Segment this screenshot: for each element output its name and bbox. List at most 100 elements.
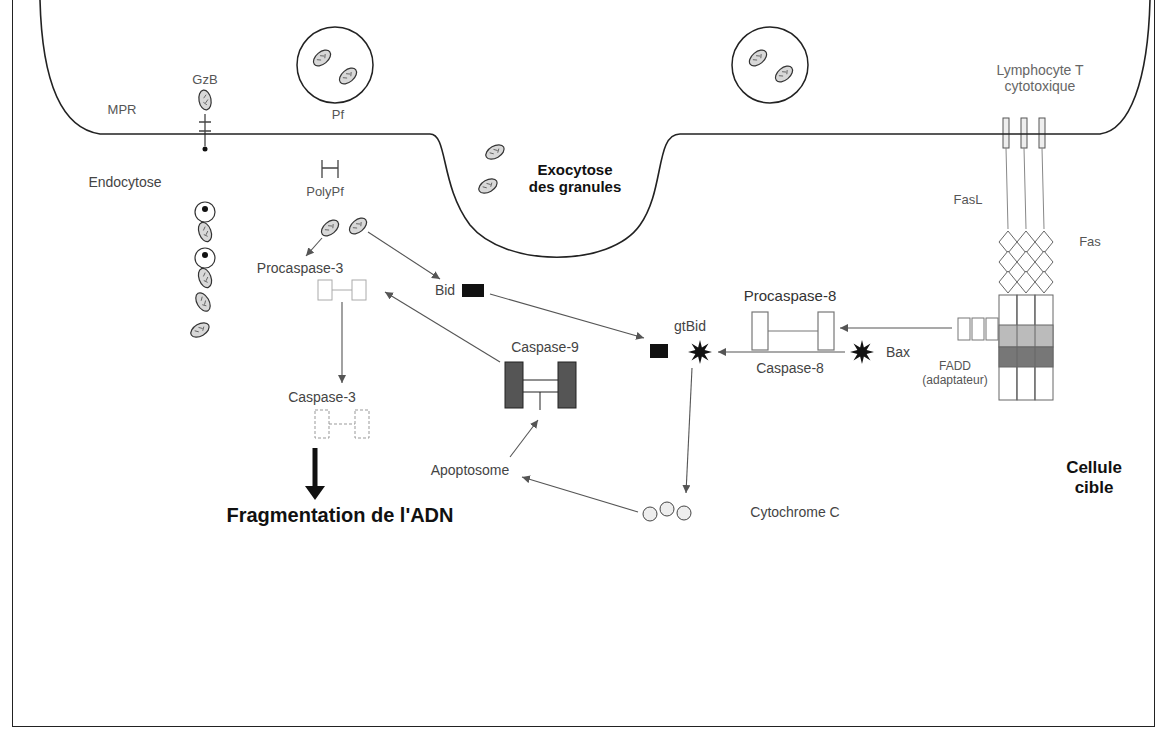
fas-receptor-part [999, 325, 1053, 347]
bid-symbols [462, 284, 874, 364]
label-anchor: Caspase-8 [756, 360, 824, 376]
molecule-name: Bax [886, 344, 910, 360]
granzyme-granules-part [197, 89, 212, 111]
caspase-3-dimer-part [329, 424, 355, 425]
bid-symbols-part [688, 340, 712, 364]
molecule-name: PolyPf [306, 185, 344, 200]
caspase-3-dimer [315, 410, 369, 438]
bid-symbols-part [650, 344, 668, 358]
fas-receptor-part [1017, 231, 1035, 253]
caspase-9-dimer-part [523, 380, 558, 381]
label-anchor: gtBid [674, 318, 706, 334]
text-anchor: Cellule cible [1054, 458, 1134, 497]
pathway-arrows [306, 232, 952, 512]
molecule-name: FasL [954, 193, 983, 208]
fas-ligand-part [1039, 118, 1045, 148]
label-anchor: Pf [332, 108, 344, 123]
target-cell: Cellule cible [12, 0, 1155, 727]
granzyme-granules-part [346, 215, 369, 237]
vesicles-part [732, 27, 808, 103]
vesicles-part [746, 47, 769, 69]
fadd-adaptor-part [972, 318, 984, 340]
label-anchor: Bax [886, 344, 910, 360]
caspase-9-dimer-part [558, 362, 576, 408]
process-label: Exocytose des granules [528, 161, 623, 196]
fas-ligand-part [1006, 148, 1008, 229]
text-anchor: Lymphocyte T cytotoxique [985, 62, 1095, 94]
cell-membrane [40, 0, 1150, 257]
fas-receptor-part [1017, 251, 1035, 273]
molecule-name: Procaspase-3 [257, 260, 343, 276]
fas-receptor-part [999, 231, 1017, 253]
pathway-arrows-part [718, 351, 845, 352]
vesicles [297, 27, 808, 103]
cell-outline [0, 0, 1166, 270]
label-anchor: Procaspase-8 [744, 287, 837, 304]
process-label: Endocytose [88, 174, 161, 190]
pathway-arrows-part [510, 420, 538, 457]
fas-ligand-part [1021, 118, 1027, 148]
procaspase-8-dimer-part [818, 312, 834, 350]
pathway-arrows-part [490, 294, 644, 338]
cell-name: Lymphocyte T cytotoxique [985, 62, 1095, 94]
molecule-name: Cytochrome C [750, 504, 839, 520]
label-anchor: MPR [108, 103, 137, 118]
granzyme-granules [197, 89, 506, 239]
procaspase-8-dimer-part [752, 312, 768, 350]
caspase-9-dimer [505, 362, 576, 410]
caspase-9-dimer-part [540, 392, 541, 410]
endocytosis-vesicles [188, 202, 215, 340]
fas-ligand-part [1024, 148, 1026, 229]
big-arrow-part [305, 486, 325, 500]
fas-ligand-part [1003, 118, 1009, 148]
molecule-name: Caspase-3 [288, 389, 356, 405]
bid-symbols-part [462, 284, 484, 297]
fadd-adaptor [958, 318, 998, 340]
pathway-arrows-part [522, 477, 638, 512]
pathway-arrows-part [840, 327, 952, 328]
label-anchor: Apoptosome [431, 462, 510, 478]
fas-receptor-part [999, 347, 1053, 367]
pathway-arrows-part [341, 302, 342, 383]
endocytosis-vesicles-part [196, 267, 214, 290]
text-anchor: Exocytose des granules [528, 161, 623, 196]
endocytosis-vesicles-part [202, 206, 208, 212]
cytochrome-c [643, 502, 691, 521]
endocytosis-vesicles-part [193, 290, 213, 313]
pathway-arrows-part [306, 238, 322, 256]
pathway-arrows-part [368, 232, 440, 279]
label-anchor: FADD (adaptateur) [913, 360, 998, 388]
label-anchor: Bid [435, 282, 455, 298]
molecule-name: MPR [108, 103, 137, 118]
fas-receptor-part [1035, 295, 1036, 400]
label-anchor: PolyPf [306, 185, 344, 200]
cytochrome-c-part [643, 507, 657, 521]
procaspase-8-dimer [752, 312, 834, 350]
pathway-arrows-part [385, 292, 500, 362]
mpr-receptor [199, 114, 211, 152]
endocytosis-vesicles-part [195, 248, 215, 268]
t-cell: Lymphocyte T cytotoxiqueExocytose des gr… [0, 0, 1166, 270]
procaspase-3-dimer [318, 280, 366, 300]
fas-ligand-part [1042, 148, 1044, 229]
mpr-receptor-part [203, 147, 208, 152]
granzyme-granules-part [318, 217, 341, 239]
molecule-name: Procaspase-8 [744, 287, 837, 304]
fas-receptor [999, 231, 1053, 400]
procaspase-8-dimer-part [768, 330, 818, 331]
label-anchor: FasL [954, 193, 983, 208]
label-anchor: Procaspase-3 [257, 260, 343, 276]
procaspase-3-dimer-part [332, 290, 352, 291]
pathway-arrows-part [686, 368, 692, 493]
big-arrow-part [313, 448, 318, 488]
procaspase-3-dimer-part [318, 280, 332, 300]
fas-receptor-part [1035, 251, 1053, 273]
cytochrome-c-part [677, 506, 691, 520]
mpr-receptor-part [199, 114, 211, 146]
fas-receptor-part [999, 271, 1017, 293]
molecule-name: Caspase-9 [511, 339, 579, 355]
bid-symbols-part [850, 340, 874, 364]
